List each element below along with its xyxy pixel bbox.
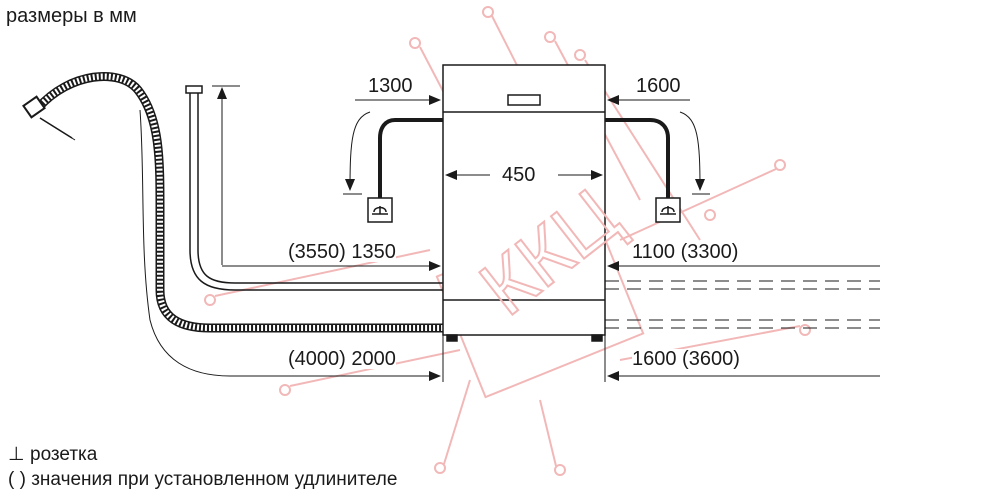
dimension-left-bottom: (4000) 2000 <box>288 348 396 370</box>
dashed-guides <box>605 280 880 329</box>
legend-parentheses: ( ) значения при установленном удлинител… <box>8 469 397 491</box>
diagram-title: размеры в мм <box>6 5 137 27</box>
dishwasher <box>442 64 606 342</box>
socket-right <box>655 197 681 223</box>
dimension-right-bottom: 1600 (3600) <box>632 348 740 370</box>
socket-left <box>367 197 393 223</box>
dimension-left-middle: (3550) 1350 <box>288 241 396 263</box>
inlet-hose <box>185 85 445 291</box>
dimension-width: 450 <box>502 164 536 186</box>
dimension-left-top: 1300 <box>368 75 413 97</box>
legend-socket-label: розетка <box>30 444 98 465</box>
legend-socket: ⊥розетка <box>8 444 97 466</box>
dimension-lines <box>39 85 880 382</box>
legend-paren-label: значения при установленном удлинителе <box>31 469 398 490</box>
power-cables <box>378 118 670 200</box>
paren-symbol: ( ) <box>8 469 26 490</box>
dimension-right-middle: 1100 (3300) <box>632 241 739 263</box>
socket-symbol-icon: ⊥ <box>8 444 25 465</box>
dimension-right-top: 1600 <box>636 75 681 97</box>
